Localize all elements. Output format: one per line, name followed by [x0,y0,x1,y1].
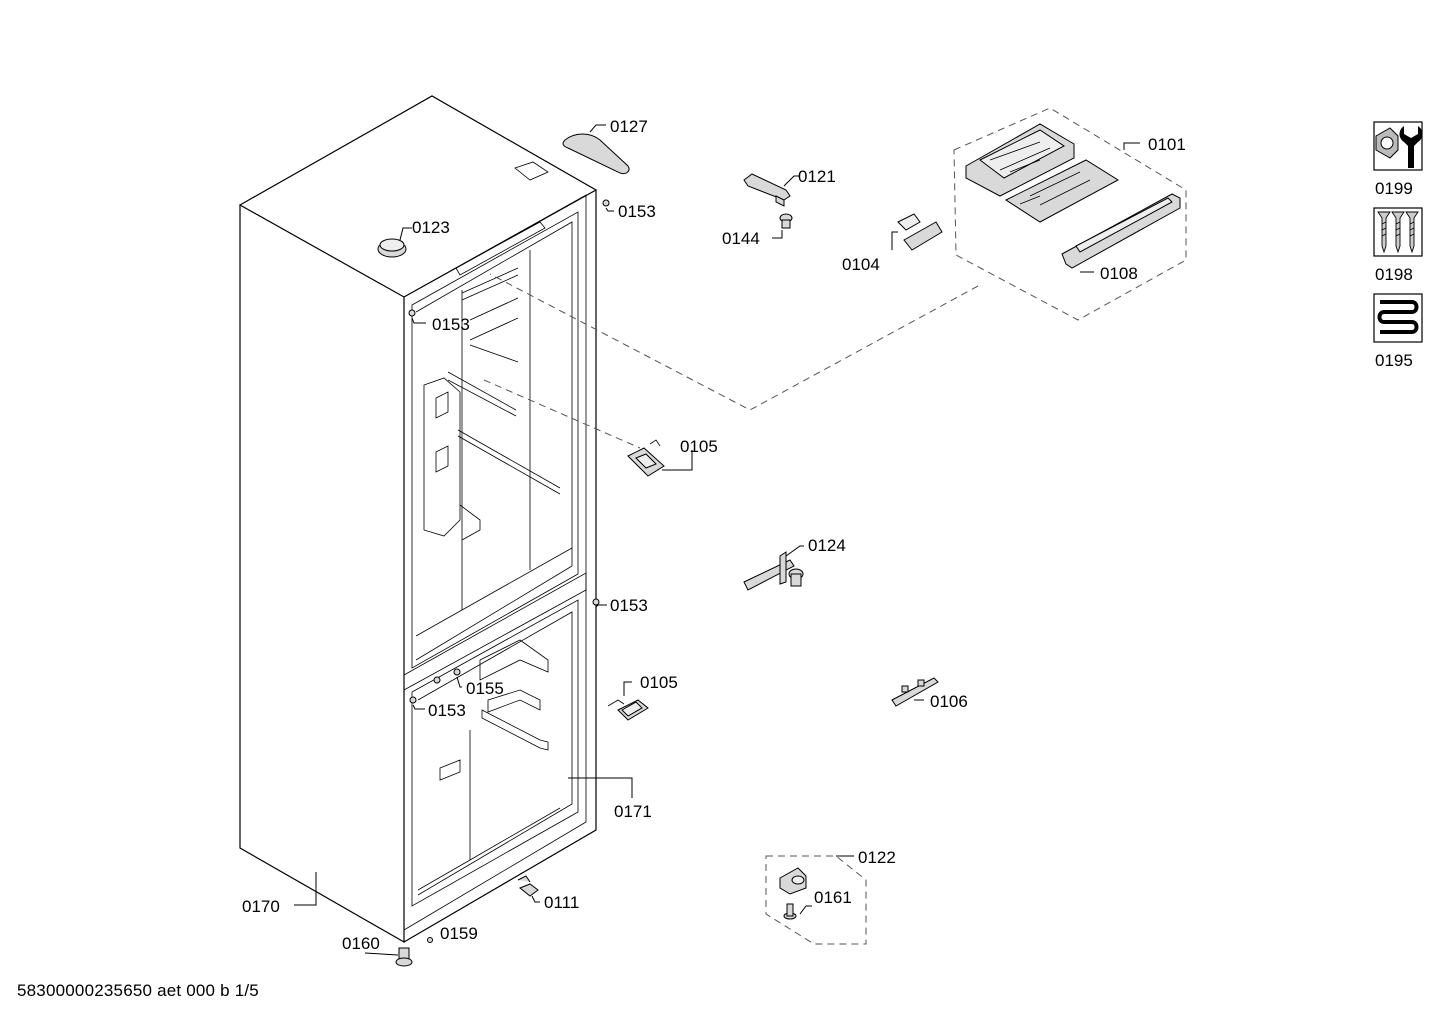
part-0124 [743,545,804,591]
part-0122-assembly [765,855,867,945]
label-0153: 0153 [610,596,648,615]
label-0122: 0122 [858,848,896,867]
label-0104: 0104 [842,255,880,274]
label-0105: 0105 [640,673,678,692]
part-0104 [891,213,943,251]
label-0170: 0170 [242,897,280,916]
label-0124: 0124 [808,536,846,555]
label-0153: 0153 [618,202,656,221]
label-0123: 0123 [412,218,450,237]
label-0195: 0195 [1375,351,1413,370]
label-0127: 0127 [610,117,648,136]
label-0198: 0198 [1375,265,1413,284]
label-0153: 0153 [428,701,466,720]
label-0121: 0121 [798,167,836,186]
label-0199: 0199 [1375,179,1413,198]
part-0161 [783,903,812,920]
lead-0170 [294,872,317,906]
label-0111: 0111 [544,893,579,912]
label-0101: 0101 [1148,135,1186,154]
part-0121 [743,173,800,207]
heating-coil-icon [1373,293,1423,343]
label-0144: 0144 [722,229,760,248]
label-0155: 0155 [466,679,504,698]
refrigerator-cabinet [238,95,598,944]
label-0161: 0161 [814,888,852,907]
part-0105-lower [607,681,649,721]
part-0106 [891,677,939,707]
screws-icon [1373,207,1423,257]
part-0101-assembly [953,107,1187,321]
label-0105: 0105 [680,437,718,456]
label-0160: 0160 [342,934,380,953]
part-labels: 0127 0123 0153 0153 0153 0153 0155 0121 … [242,117,1186,953]
projection-line [489,273,979,411]
part-0108 [1061,193,1181,273]
part-0105-upper [483,379,693,477]
part-0127 [562,124,630,175]
part-0144 [772,213,793,239]
label-0159: 0159 [440,924,478,943]
part-0123 [377,227,412,258]
label-0106: 0106 [930,692,968,711]
lead-0171 [568,777,633,798]
label-0171: 0171 [614,802,652,821]
part-0111 [517,875,540,903]
part-0160-foot [364,937,433,967]
wrench-nut-icon [1373,121,1423,171]
document-footer-id: 58300000235650 aet 000 b 1/5 [17,981,259,1000]
screws-0153 [408,199,614,710]
label-0153: 0153 [432,315,470,334]
label-0108: 0108 [1100,264,1138,283]
